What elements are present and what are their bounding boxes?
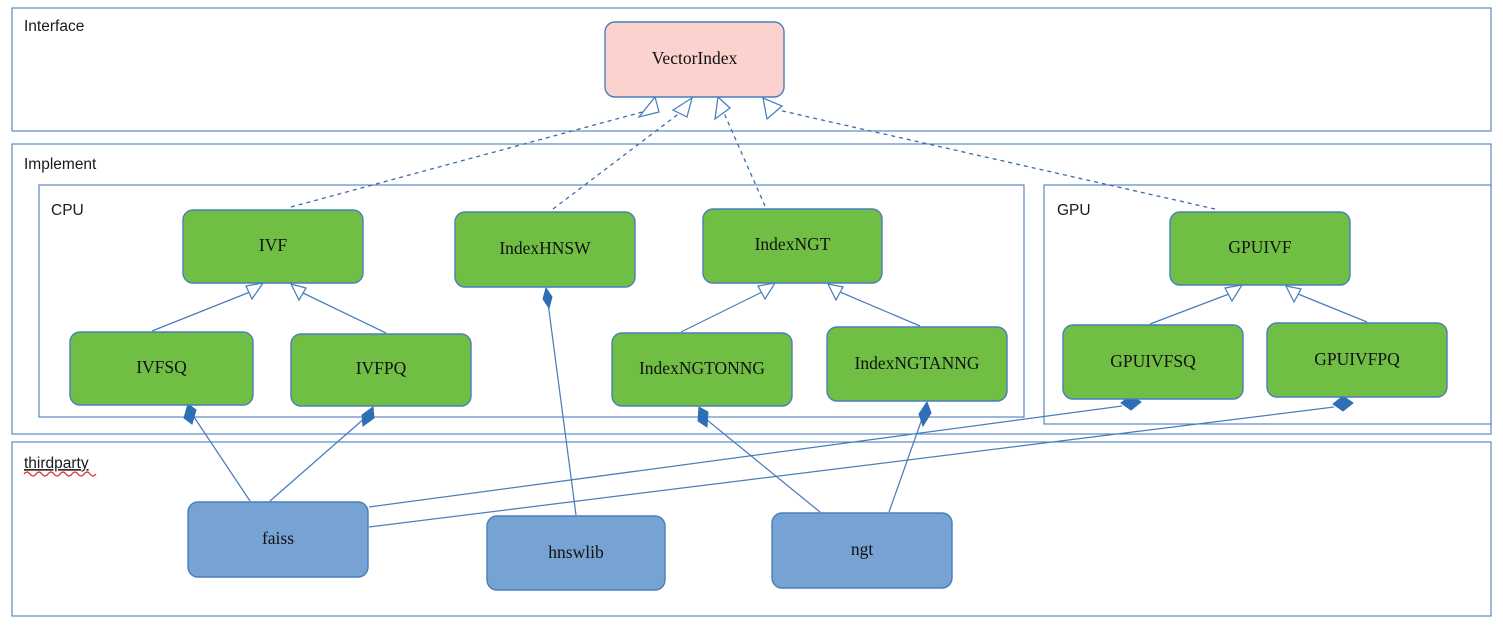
edge-ivfpq-ivf <box>302 292 387 334</box>
edge-gpuivfsq-gpuivf <box>1149 293 1230 325</box>
node-hnswlib-box[interactable] <box>486 515 666 591</box>
node-indexngtanng[interactable]: IndexNGTANNG <box>826 326 1008 402</box>
node-indexhnsw-label: IndexHNSW <box>499 238 591 258</box>
edge-gpuivf-vectorindex <box>777 109 1216 210</box>
node-gpuivf-label: GPUIVF <box>1228 237 1291 257</box>
node-indexngtonng-box[interactable] <box>611 332 793 407</box>
edge-faiss-ivfpq <box>269 416 367 502</box>
node-gpuivfsq[interactable]: GPUIVFSQ <box>1062 324 1244 400</box>
edge-hnswlib-indexhnsw <box>547 302 577 516</box>
edge-gpuivfpq-gpuivf-arrowhead <box>1284 285 1302 304</box>
node-indexhnsw-box[interactable] <box>454 211 636 288</box>
edge-ivfpq-ivf-arrowhead <box>289 283 307 302</box>
node-ivfsq[interactable]: IVFSQ <box>69 331 254 406</box>
node-ivfpq[interactable]: IVFPQ <box>290 333 472 407</box>
node-ivfpq-box[interactable] <box>290 333 472 407</box>
edge-ivfsq-ivf <box>151 291 251 332</box>
edge-faiss-gpuivfsq <box>368 405 1123 508</box>
node-faiss-label: faiss <box>262 528 294 548</box>
node-ivf[interactable]: IVF <box>182 209 364 284</box>
node-vectorindex-label: VectorIndex <box>652 48 738 68</box>
edge-ivf-vectorindex-arrowhead <box>637 95 660 119</box>
nodes: VectorIndex IVF IndexHNSW IndexNGT IVFSQ <box>69 21 1448 591</box>
edge-gpuivfpq-gpuivf <box>1297 293 1368 323</box>
node-gpuivfsq-label: GPUIVFSQ <box>1110 351 1196 371</box>
edge-gpuivf-vectorindex-arrowhead <box>762 96 784 121</box>
node-hnswlib-label: hnswlib <box>548 542 604 562</box>
node-ivfsq-box[interactable] <box>69 331 254 406</box>
edge-faiss-gpuivfpq <box>368 406 1335 528</box>
inheritance-edges <box>151 282 1368 334</box>
node-gpuivfsq-box[interactable] <box>1062 324 1244 400</box>
node-gpuivf-box[interactable] <box>1169 211 1351 286</box>
node-vectorindex-box[interactable] <box>604 21 785 98</box>
group-label-cpu: CPU <box>51 202 84 219</box>
edge-faiss-gpuivfpq-diamond <box>1332 395 1354 412</box>
edge-indexhnsw-vectorindex <box>552 111 682 210</box>
edge-ngt-indexngtanng-diamond <box>918 400 932 428</box>
edge-hnswlib-indexhnsw-diamond <box>542 286 553 310</box>
node-ivf-label: IVF <box>259 235 287 255</box>
node-indexngtanng-box[interactable] <box>826 326 1008 402</box>
group-label-gpu: GPU <box>1057 202 1091 219</box>
group-label-interface: Interface <box>24 18 84 35</box>
node-indexngtonng-label: IndexNGTONNG <box>639 358 765 378</box>
edge-ivfsq-ivf-arrowhead <box>245 282 265 301</box>
edge-ivf-vectorindex <box>290 110 647 208</box>
node-ivfpq-label: IVFPQ <box>356 358 407 378</box>
node-faiss-box[interactable] <box>187 501 369 578</box>
node-ivfsq-label: IVFSQ <box>136 357 187 377</box>
edge-indexngtonng-indexngt <box>680 291 763 333</box>
realization-edges <box>290 95 1216 210</box>
node-vectorindex[interactable]: VectorIndex <box>604 21 785 98</box>
edge-faiss-ivfpq-diamond <box>361 406 375 427</box>
node-ngt-label: ngt <box>851 539 874 559</box>
group-label-thirdparty: thirdparty <box>24 455 89 472</box>
node-indexngtonng[interactable]: IndexNGTONNG <box>611 332 793 407</box>
spellcheck-squiggle-icon <box>23 471 97 477</box>
node-indexhnsw[interactable]: IndexHNSW <box>454 211 636 288</box>
edge-indexngtonng-indexngt-arrowhead <box>757 282 777 301</box>
edge-ngt-indexngtonng <box>706 419 821 513</box>
node-ngt[interactable]: ngt <box>771 512 953 589</box>
node-indexngt-label: IndexNGT <box>755 234 831 254</box>
node-indexngt[interactable]: IndexNGT <box>702 208 883 284</box>
node-faiss[interactable]: faiss <box>187 501 369 578</box>
node-indexngt-box[interactable] <box>702 208 883 284</box>
edge-indexngtanng-indexngt <box>839 291 921 327</box>
node-ngt-box[interactable] <box>771 512 953 589</box>
node-indexngtanng-label: IndexNGTANNG <box>855 353 980 373</box>
group-label-implement: Implement <box>24 156 97 173</box>
edge-ngt-indexngtanng <box>888 415 924 513</box>
group-labels: Interface Implement CPU GPU thirdparty <box>23 18 1091 477</box>
edge-indexhnsw-vectorindex-arrowhead <box>671 96 694 118</box>
edge-faiss-ivfsq-diamond <box>183 403 197 425</box>
edge-ngt-indexngtonng-diamond <box>697 406 709 428</box>
edge-indexngt-vectorindex <box>723 112 766 207</box>
node-ivf-box[interactable] <box>182 209 364 284</box>
node-gpuivfpq-box[interactable] <box>1266 322 1448 398</box>
edge-indexngt-vectorindex-arrowhead <box>714 95 731 121</box>
node-hnswlib[interactable]: hnswlib <box>486 515 666 591</box>
node-gpuivfpq[interactable]: GPUIVFPQ <box>1266 322 1448 398</box>
node-gpuivf[interactable]: GPUIVF <box>1169 211 1351 286</box>
composition-edges <box>183 286 1354 528</box>
edge-faiss-ivfsq <box>191 413 251 502</box>
node-gpuivfpq-label: GPUIVFPQ <box>1314 349 1400 369</box>
edge-indexngtanng-indexngt-arrowhead <box>826 283 844 302</box>
edge-gpuivfsq-gpuivf-arrowhead <box>1224 284 1244 303</box>
